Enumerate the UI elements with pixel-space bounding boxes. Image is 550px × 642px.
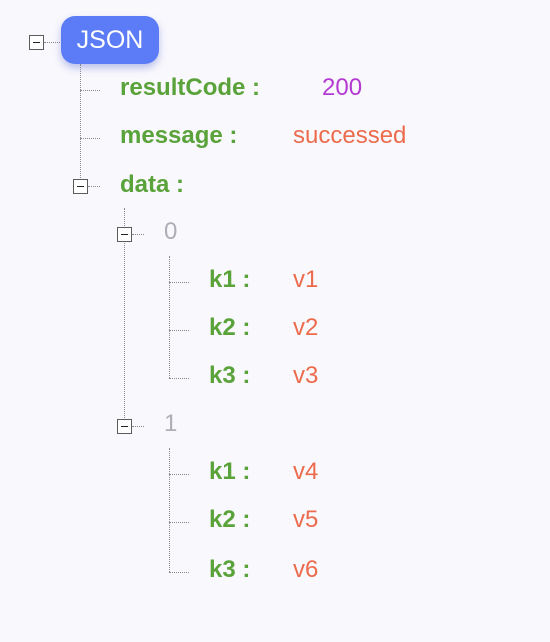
connector xyxy=(44,42,60,43)
index-0: 0 xyxy=(164,218,178,245)
connector xyxy=(88,186,100,187)
key-k1: k1 : xyxy=(209,458,251,485)
value-v4: v4 xyxy=(293,458,319,485)
value-v1: v1 xyxy=(293,266,319,293)
connector xyxy=(80,64,81,188)
key-message: message : xyxy=(120,122,238,149)
connector xyxy=(169,448,170,572)
collapse-root-toggle[interactable] xyxy=(29,35,44,50)
connector xyxy=(132,426,144,427)
collapse-item-0-toggle[interactable] xyxy=(117,227,132,242)
connector xyxy=(80,90,100,91)
connector xyxy=(169,282,189,283)
connector xyxy=(132,234,144,235)
key-data: data : xyxy=(120,171,185,198)
connector xyxy=(169,330,189,331)
connector xyxy=(169,474,189,475)
connector xyxy=(169,522,189,523)
value-v3: v3 xyxy=(293,362,319,389)
collapse-item-1-toggle[interactable] xyxy=(117,419,132,434)
key-k3: k3 : xyxy=(209,556,251,583)
value-resultcode: 200 xyxy=(322,74,363,101)
connector xyxy=(169,572,189,573)
value-v5: v5 xyxy=(293,506,319,533)
key-k1: k1 : xyxy=(209,266,251,293)
key-k2: k2 : xyxy=(209,314,251,341)
index-1: 1 xyxy=(164,410,178,437)
value-message: successed xyxy=(293,122,407,149)
key-k2: k2 : xyxy=(209,506,251,533)
root-json-node[interactable]: JSON xyxy=(61,16,159,64)
value-v2: v2 xyxy=(293,314,319,341)
key-k3: k3 : xyxy=(209,362,251,389)
collapse-data-toggle[interactable] xyxy=(73,179,88,194)
connector xyxy=(169,256,170,378)
value-v6: v6 xyxy=(293,556,319,583)
key-resultcode: resultCode : xyxy=(120,74,261,101)
connector xyxy=(169,378,189,379)
connector xyxy=(80,138,100,139)
connector xyxy=(124,208,125,426)
